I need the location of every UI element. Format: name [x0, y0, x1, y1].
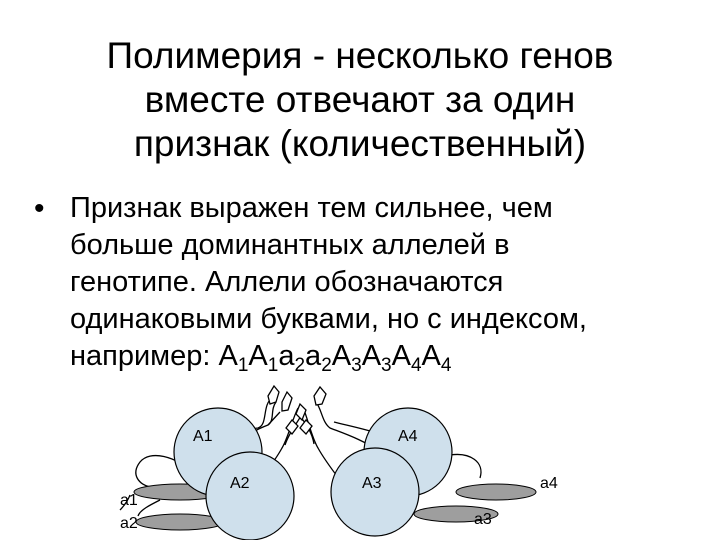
allele-index: 1 [237, 355, 249, 376]
label-a2: a2 [120, 515, 138, 532]
title-line-3: признак (количественный) [133, 123, 587, 164]
allele-index: 2 [294, 355, 306, 376]
allele-index: 2 [321, 355, 332, 376]
label-a1: a1 [120, 492, 138, 509]
label-a4: a4 [540, 475, 558, 492]
allele-letter: A [331, 340, 352, 372]
bullet-line-4: одинаковыми буквами, но с индексом, [70, 303, 587, 335]
label-A1: A1 [193, 428, 213, 445]
label-A3: A3 [362, 475, 382, 492]
allele-index: 3 [381, 355, 392, 376]
label-A2: A2 [230, 475, 250, 492]
allele-index: 4 [440, 355, 452, 376]
label-A4: A4 [398, 428, 418, 445]
allele-letter: a [305, 340, 322, 372]
title-line-2: вместе отвечают за один [144, 79, 576, 120]
allele-index: 4 [410, 355, 422, 376]
circle-A3 [330, 447, 420, 537]
bullet-line-2: больше доминантных аллелей в [70, 229, 510, 261]
circle-A2 [205, 451, 295, 540]
allele-letter: A [391, 340, 411, 372]
slide-title: Полимерия - несколько генов вместе отвеч… [40, 34, 680, 166]
hand-sketches [267, 384, 327, 435]
bullet-marker: • [34, 192, 45, 225]
ellipse-a4 [455, 483, 537, 501]
example-line: например: A1A1a2a2A3A3A4A4 [70, 338, 690, 375]
title-line-1: Полимерия - несколько генов [106, 35, 614, 76]
allele-index: 3 [351, 355, 362, 376]
example-prefix: например: [70, 340, 219, 372]
allele-letter: A [218, 340, 238, 372]
bullet-line-3: генотипе. Аллели обозначаются [70, 266, 504, 298]
polymery-diagram: A1 A4 A2 A3 a1 a2 a4 a3 [119, 384, 558, 540]
ellipse-a3 [413, 505, 499, 523]
allele-letter: A [421, 340, 441, 372]
bullet-text: Признак выражен тем сильнее, чем больше … [70, 190, 690, 375]
bullet-line-1: Признак выражен тем сильнее, чем [70, 192, 553, 224]
allele-letter: A [361, 340, 382, 372]
allele-letter: A [248, 340, 268, 372]
genotype-formula: A1A1a2a2A3A3A4A4 [218, 340, 451, 375]
label-a3: a3 [474, 511, 492, 528]
allele-letter: a [278, 340, 295, 372]
allele-index: 1 [267, 355, 279, 376]
